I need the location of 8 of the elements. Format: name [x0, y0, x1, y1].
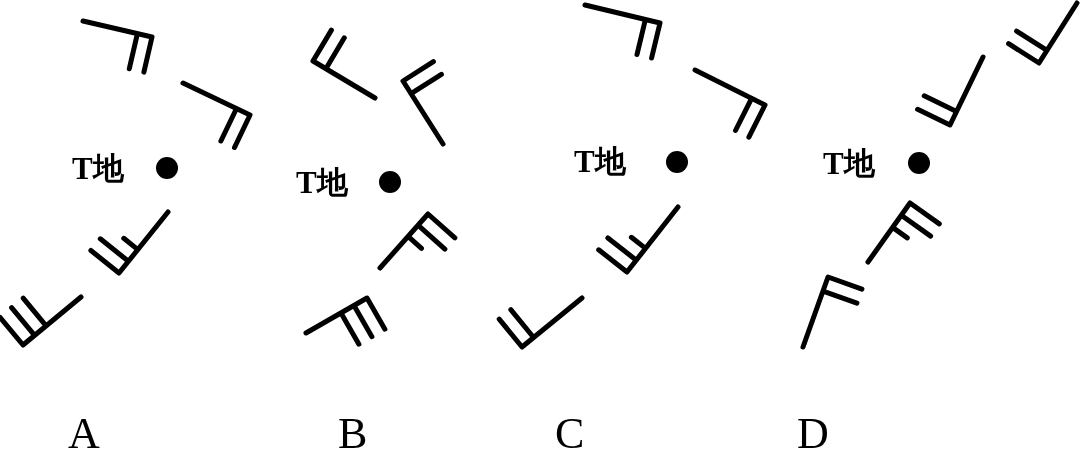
option-letter: A	[68, 412, 100, 450]
station-label: T地	[72, 153, 124, 184]
station-label: T地	[296, 167, 348, 198]
station-label: T地	[823, 148, 875, 179]
option-letter: D	[797, 412, 829, 450]
option-letter: B	[338, 412, 368, 450]
station-label: T地	[574, 146, 626, 177]
option-letter: C	[555, 412, 585, 450]
